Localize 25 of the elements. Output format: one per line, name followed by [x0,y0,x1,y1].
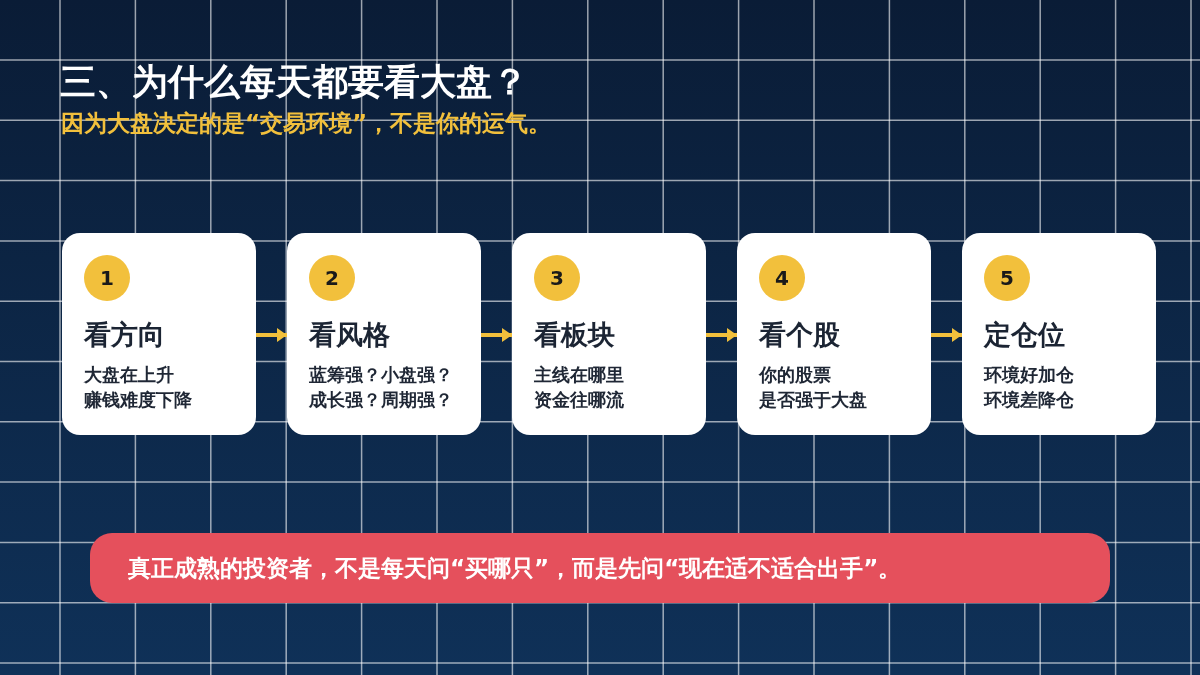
step-title: 看方向 [84,318,165,352]
step-description: 环境差降仓 [984,388,1074,412]
step-description: 蓝筹强？小盘强？ [309,363,453,387]
arrow [256,328,287,342]
arrow [481,328,512,342]
step-card [737,233,931,435]
step-description: 赚钱难度下降 [84,388,192,412]
step-card [62,233,256,435]
quote-banner: 真正成熟的投资者，不是每天问“买哪只”，而是先问“现在适不适合出手”。 [90,533,1110,603]
step-description: 大盘在上升 [84,363,175,387]
step-description: 环境好加仓 [984,363,1074,387]
step-card [512,233,706,435]
step-description: 成长强？周期强？ [309,388,453,412]
step-description: 是否强于大盘 [759,388,867,412]
step-title: 看个股 [759,318,840,352]
step-card [962,233,1156,435]
step-card [287,233,481,435]
step-description: 你的股票 [759,363,832,387]
step-description: 资金往哪流 [534,388,624,412]
arrow [706,328,737,342]
step-title: 看风格 [309,318,390,352]
step-title: 看板块 [534,318,615,352]
step-title: 定仓位 [984,318,1065,352]
step-description: 主线在哪里 [534,363,624,387]
arrow [931,328,962,342]
